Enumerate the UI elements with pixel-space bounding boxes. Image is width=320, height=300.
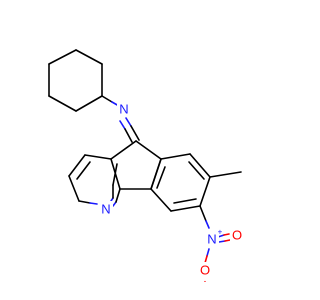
- nitro-o-charge: -: [204, 277, 207, 286]
- nitro-o-single-label: O -: [198, 262, 212, 286]
- svg-text:N: N: [119, 102, 128, 117]
- imine-n-label: N: [117, 101, 131, 117]
- imine-double-bond: [119, 117, 140, 143]
- nitro-n-label: N +: [205, 228, 223, 247]
- methyl-group: [209, 171, 242, 178]
- nitro-n-charge: +: [218, 228, 223, 237]
- benzene-ring: [150, 153, 211, 212]
- pyridine-ring: [68, 154, 121, 207]
- svg-text:O: O: [200, 263, 210, 278]
- structure-canvas: N N N + O O -: [48, 49, 244, 286]
- svg-text:N: N: [101, 202, 110, 217]
- nitro-o-double-label: O: [230, 227, 244, 243]
- svg-text:N: N: [207, 232, 216, 247]
- nitro-group: [199, 205, 231, 264]
- cyclohexyl-ring: [48, 49, 103, 112]
- pyridine-n-label: N: [99, 201, 113, 217]
- molecule-diagram: N N N + O O -: [48, 49, 244, 286]
- svg-text:O: O: [232, 228, 242, 243]
